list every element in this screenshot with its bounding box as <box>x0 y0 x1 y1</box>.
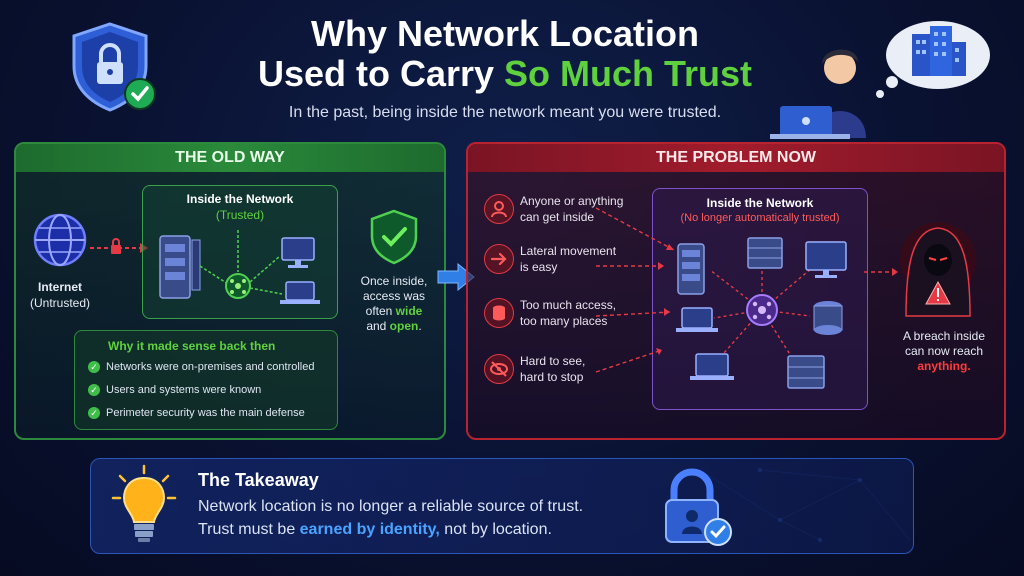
problem-now-heading: THE PROBLEM NOW <box>468 144 1004 172</box>
why-item: ✓Networks were on-premises and controlle… <box>88 361 314 373</box>
green-shield-check-icon <box>370 209 418 265</box>
breach-note: A breach inside can now reach anything. <box>902 329 986 373</box>
title-highlight: So Much Trust <box>504 53 753 94</box>
why-title: Why it made sense back then <box>108 339 276 353</box>
database-icon <box>813 301 843 335</box>
why-it-made-sense-box <box>74 330 338 430</box>
shield-lock-icon <box>72 22 156 112</box>
laptop-icon <box>690 353 734 380</box>
why-item: ✓Perimeter security was the main defense <box>88 407 305 419</box>
untrusted-network-sublabel: (No longer automatically trusted) <box>680 212 840 224</box>
office-building-icon <box>912 26 966 76</box>
network-hub-icon <box>225 273 251 299</box>
problem-item-4: Hard to see,hard to stop <box>520 354 586 384</box>
trusted-network-diagram <box>159 230 320 304</box>
network-hub-icon <box>746 294 778 326</box>
server-stack-icon <box>747 237 783 269</box>
problem-item-3: Too much access,too many places <box>520 298 617 328</box>
untrusted-network-diagram <box>676 237 847 389</box>
why-item: ✓Users and systems were known <box>88 384 261 396</box>
arrow-right-icon <box>484 244 514 274</box>
laptop-icon <box>280 281 320 304</box>
lightbulb-icon <box>111 464 177 542</box>
red-lock-icon <box>111 238 121 254</box>
takeaway-box <box>90 458 914 554</box>
takeaway-line-1: Network location is no longer a reliable… <box>198 498 584 515</box>
internet-label: Internet <box>37 280 82 294</box>
monitor-icon <box>281 237 315 268</box>
laptop-icon <box>676 307 718 332</box>
identity-lock-icon <box>665 468 732 546</box>
eye-off-icon <box>484 354 514 384</box>
page-subtitle: In the past, being inside the network me… <box>288 104 722 121</box>
trusted-network-label: Inside the Network <box>186 192 294 206</box>
database-icon <box>484 298 514 328</box>
internet-to-network-link <box>90 238 148 254</box>
old-way-heading: THE OLD WAY <box>16 144 444 172</box>
lateral-movement-arrows <box>595 207 898 373</box>
server-stack-icon <box>787 355 825 389</box>
check-icon: ✓ <box>88 407 100 419</box>
takeaway-line-2: Trust must be earned by identity, not by… <box>198 521 552 538</box>
globe-icon <box>33 213 87 267</box>
trusted-network-sublabel: (Trusted) <box>215 208 265 222</box>
check-icon: ✓ <box>88 384 100 396</box>
monitor-icon <box>805 241 847 278</box>
old-way-note: Once inside, access was often wide and o… <box>360 274 428 333</box>
person-laptop-icon <box>770 21 990 139</box>
internet-sublabel: (Untrusted) <box>29 296 91 310</box>
page-title: Why Network Location Used to Carry So Mu… <box>257 13 753 94</box>
hacker-icon <box>900 222 976 317</box>
check-icon: ✓ <box>88 361 100 373</box>
server-icon <box>677 243 705 295</box>
server-icon <box>159 235 191 299</box>
person-alert-icon <box>484 194 514 224</box>
untrusted-network-label: Inside the Network <box>706 196 814 210</box>
takeaway-title: The Takeaway <box>198 470 319 490</box>
